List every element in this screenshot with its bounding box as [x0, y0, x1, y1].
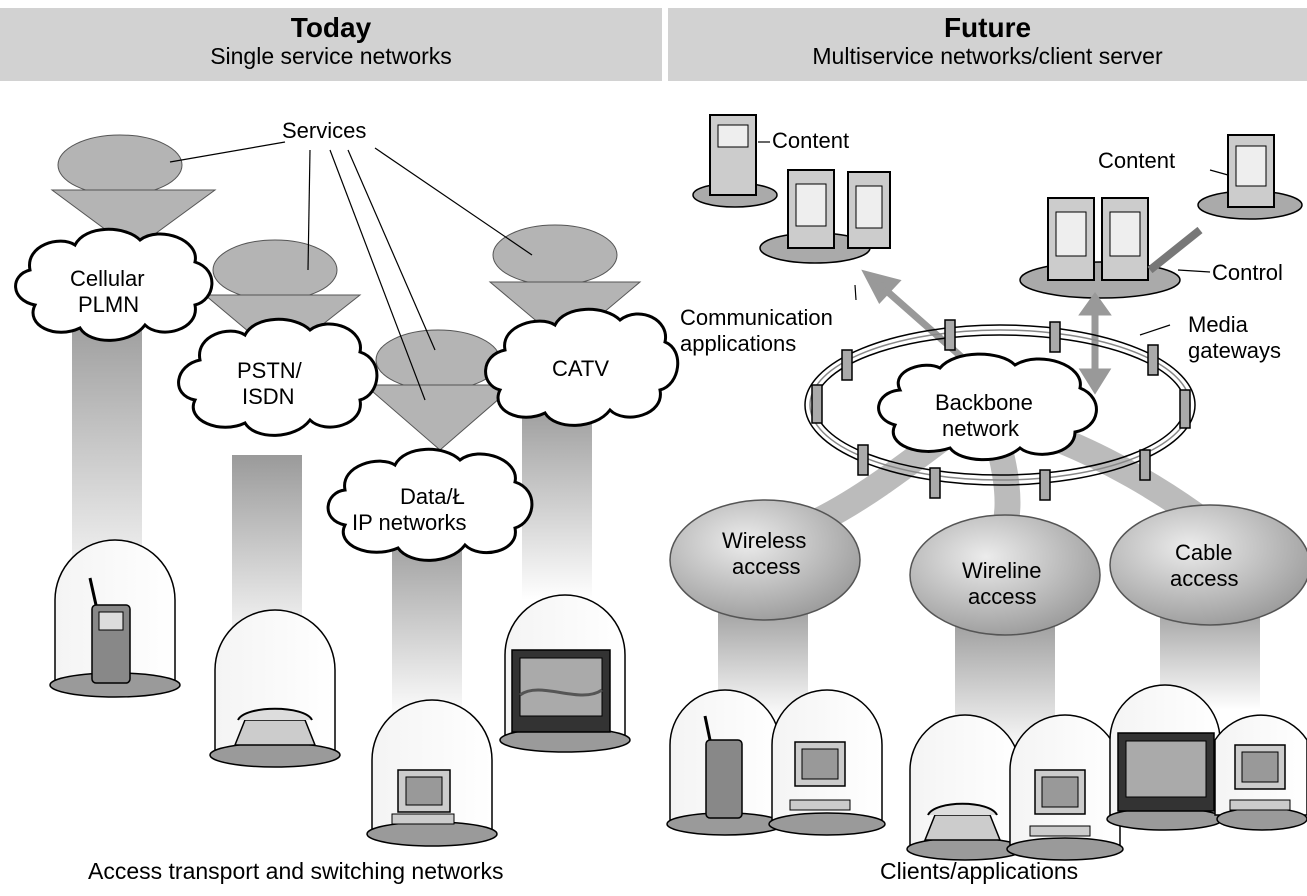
wireless-label-1: Wireless	[722, 528, 806, 553]
today-subtitle: Single service networks	[210, 43, 452, 69]
pstn-label-2: ISDN	[242, 384, 295, 409]
cellular-label-2: PLMN	[78, 292, 139, 317]
jar-mobile-phone	[49, 539, 181, 698]
comm-label-2: applications	[680, 331, 796, 356]
media-gateways	[811, 319, 1191, 501]
jar-telephone-right	[906, 714, 1024, 861]
cloud-backbone	[877, 352, 1098, 462]
control-server-cluster	[1019, 197, 1181, 299]
bubble-wireline-access	[909, 514, 1101, 636]
backbone-label-1: Backbone	[935, 390, 1033, 415]
backbone-label-2: network	[942, 416, 1020, 441]
cellular-label-1: Cellular	[70, 266, 145, 291]
content-label-left: Content	[772, 128, 849, 153]
media-label-1: Media	[1188, 312, 1249, 337]
beam-catv	[522, 400, 592, 600]
today-header: Today Single service networks	[0, 8, 662, 81]
content-label-right: Content	[1098, 148, 1175, 173]
service-pointer-lines	[169, 141, 533, 401]
jar-television-right	[1106, 684, 1224, 831]
wireline-label-1: Wireline	[962, 558, 1041, 583]
cloud-data	[326, 447, 534, 562]
cable-label-1: Cable	[1175, 540, 1232, 565]
control-label: Control	[1212, 260, 1283, 285]
future-subtitle: Multiservice networks/client server	[812, 43, 1163, 69]
service-arrow-data	[363, 329, 517, 451]
cloud-cellular	[14, 227, 214, 342]
jar-computer-left	[366, 699, 498, 847]
data-label-1: Data/Ł	[400, 484, 465, 509]
wireline-label-2: access	[968, 584, 1036, 609]
future-header: Future Multiservice networks/client serv…	[668, 8, 1307, 81]
jar-telephone	[209, 609, 341, 768]
data-label-2: IP networks	[352, 510, 467, 535]
jar-computer-right-1	[768, 689, 886, 836]
service-arrow-cellular	[50, 134, 217, 251]
wireless-label-2: access	[732, 554, 800, 579]
services-label: Services	[282, 118, 366, 143]
future-title: Future	[943, 12, 1032, 43]
future-footer: Clients/applications	[880, 858, 1079, 884]
media-label-2: gateways	[1188, 338, 1281, 363]
label-leader-lines	[758, 141, 1229, 336]
jar-mobile-phone-right	[666, 689, 784, 836]
content-server-right	[1147, 134, 1303, 274]
content-server-cluster	[759, 169, 891, 264]
bubble-cable-access	[1109, 504, 1307, 626]
today-title: Today	[290, 12, 372, 43]
today-footer: Access transport and switching networks	[88, 858, 504, 884]
catv-label: CATV	[552, 356, 609, 381]
cable-label-2: access	[1170, 566, 1238, 591]
jar-computer-right-3	[1214, 714, 1307, 831]
cloud-catv	[484, 307, 680, 427]
pstn-label-1: PSTN/	[237, 358, 303, 383]
bubble-wireless-access	[669, 499, 861, 621]
jar-television	[499, 594, 631, 753]
comm-label-1: Communication	[680, 305, 833, 330]
content-server-left	[692, 114, 778, 208]
jar-computer-right-2	[1006, 714, 1124, 861]
cloud-pstn	[177, 317, 379, 437]
